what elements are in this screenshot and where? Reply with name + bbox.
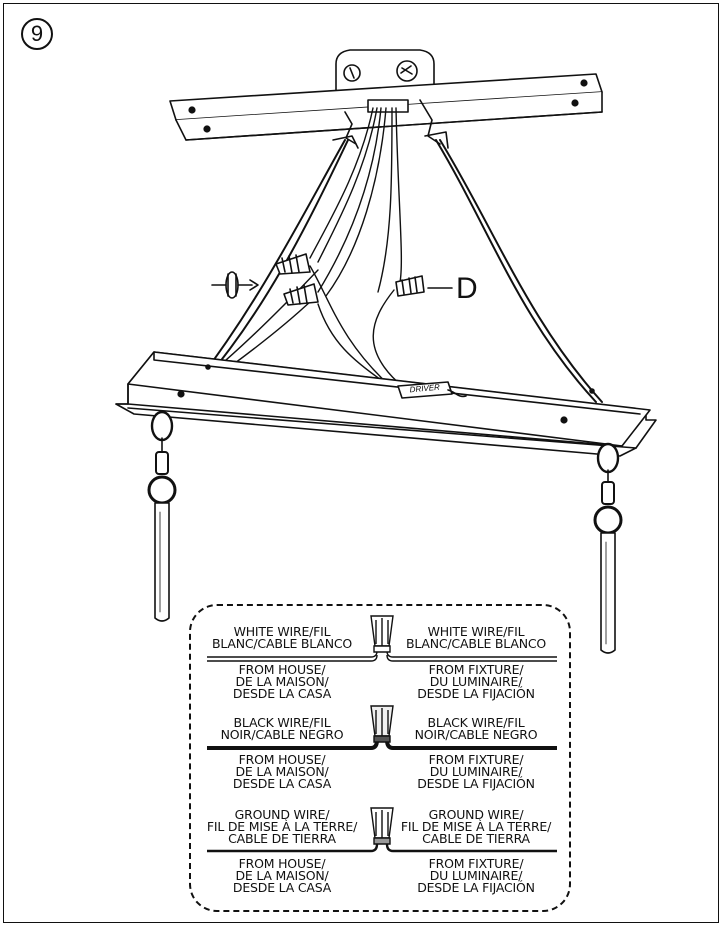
legend-from-house-3: FROM HOUSE/DE LA MAISON/DESDE LA CASA — [232, 856, 332, 895]
legend-ground-wire-house: GROUND WIRE/FIL DE MISE À LA TERRE/CABLE… — [206, 807, 358, 846]
pendant-left — [147, 410, 177, 622]
legend-ground-wire-fixture: GROUND WIRE/FIL DE MISE À LA TERRE/CABLE… — [400, 807, 552, 846]
callout-label: D — [456, 272, 478, 305]
cable-hooks — [332, 99, 449, 149]
suspension-cables — [195, 139, 603, 403]
fixture-tray — [115, 351, 657, 457]
legend-wires — [207, 615, 557, 853]
legend-from-fixture-3: FROM FIXTURE/DU LUMINAIRE/DESDE LA FIJAC… — [417, 856, 535, 895]
legend-from-fixture-2: FROM FIXTURE/DU LUMINAIRE/DESDE LA FIJAC… — [417, 752, 535, 791]
wire-nut-icon — [370, 615, 394, 845]
driver-box-icon — [397, 381, 467, 399]
screwdriver-icon — [211, 271, 259, 299]
step-number-badge: 9 — [21, 18, 53, 50]
legend-from-house-2: FROM HOUSE/DE LA MAISON/DESDE LA CASA — [232, 752, 332, 791]
pendant-right — [593, 442, 623, 654]
driver-label: DRIVER — [409, 383, 440, 395]
mounting-crossbar — [169, 73, 603, 141]
page-frame — [3, 3, 719, 923]
wire-nut-icon — [275, 253, 425, 306]
legend-from-house-1: FROM HOUSE/DE LA MAISON/DESDE LA CASA — [232, 662, 332, 701]
junction-box — [335, 49, 435, 97]
step-number: 9 — [30, 21, 44, 46]
legend-from-fixture-1: FROM FIXTURE/DU LUMINAIRE/DESDE LA FIJAC… — [417, 662, 535, 701]
